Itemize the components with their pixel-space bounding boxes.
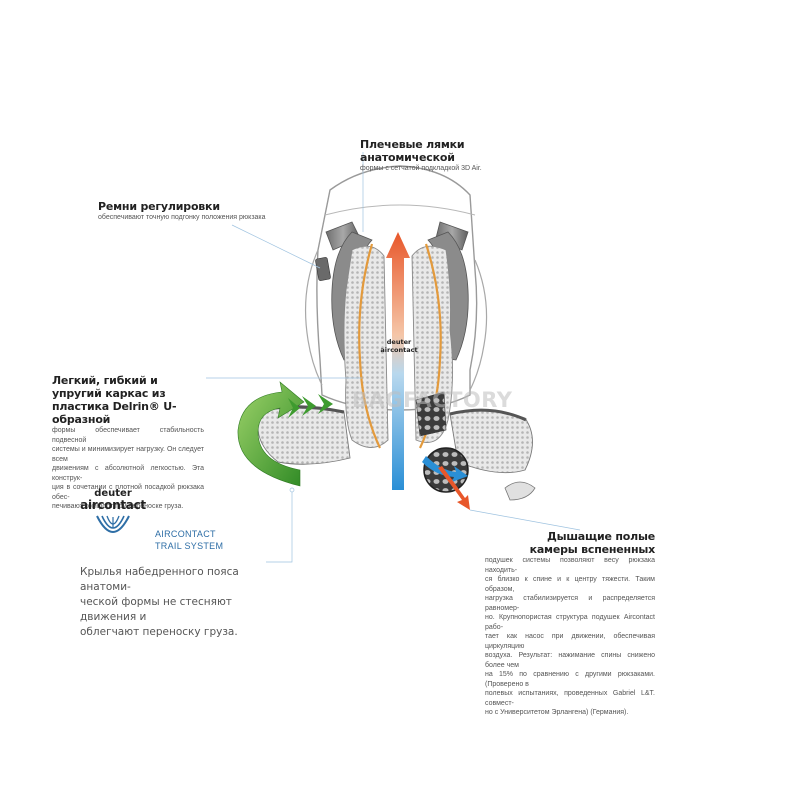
pack-lid-seam	[324, 204, 476, 216]
callout-delrin-frame: Легкий, гибкий и упругий каркас из пласт…	[52, 374, 204, 512]
trail-system-label: AIRCONTACT TRAIL SYSTEM	[155, 528, 275, 552]
pack-side-left	[304, 249, 323, 386]
watermark: BAGFACTORY	[352, 388, 513, 412]
callout-adjustment-straps: Ремни регулировки обеспечивают точную по…	[98, 200, 298, 223]
back-pad-left	[343, 245, 389, 448]
callout-title-line: Дышащие полые	[546, 530, 655, 543]
logo-brand: deuter	[94, 488, 132, 499]
trail-system-line: TRAIL SYSTEM	[155, 541, 224, 551]
callout-body-line: движениям с абсолютной легкостью. Эта ко…	[52, 465, 204, 482]
hip-motion-chevron-3	[318, 394, 333, 414]
logo-product: aircontact	[80, 498, 146, 512]
callout-title-line: камеры вспененных	[529, 543, 656, 556]
callout-body-line: нагрузка стабилизируется и распределяетс…	[485, 595, 655, 612]
strap-buckle-left	[315, 257, 331, 281]
callout-body-line: но. Крупнопористая структура подушек Air…	[485, 614, 655, 631]
hip-motion-chevron-2	[302, 396, 316, 416]
callout-body-line: ческой формы не стесняют движения и	[80, 596, 232, 623]
foam-air-arrow-blue	[422, 456, 468, 482]
callout-title: Плечевые лямки анатомической	[360, 138, 465, 164]
callout-body-line: ция в сочетании с плотной посадкой рюкза…	[52, 484, 204, 501]
callout-body-line: тает как насос при движении, обеспечивая…	[485, 633, 655, 650]
callout-body-line: но с Университетом Эрлангена) (Германия)…	[485, 709, 629, 716]
hip-belt-buckle-strap	[504, 481, 536, 501]
callout-body-line: печивают комфорт при переноске груза.	[52, 503, 184, 510]
leader-hipbelt	[266, 492, 293, 563]
hip-motion-chevron-1	[288, 398, 300, 418]
hip-belt-wing-right-edge	[449, 408, 527, 422]
callout-shoulder-straps: Плечевые лямки анатомической формы с сет…	[360, 138, 550, 174]
pack-label-product: aircontact	[380, 346, 417, 354]
aircontact-logo: deuter aircontact	[78, 489, 148, 544]
foam-block	[415, 391, 447, 437]
callout-title: Ремни регулировки	[98, 200, 220, 213]
callout-body-line: на 15% по сравнению с другими рюкзаками.…	[485, 671, 655, 688]
callout-body: обеспечивают точную подгонку положения р…	[98, 214, 266, 221]
callout-body-line: системы и минимизирует нагрузку. Он след…	[52, 446, 204, 463]
foam-air-arrow-red	[438, 466, 470, 510]
callout-body-line: полевых испытаниях, проведенных Gabriel …	[485, 690, 655, 707]
callout-title-line: Легкий, гибкий и упругий каркас из	[52, 374, 166, 400]
aircontact-emblem-icon	[96, 515, 130, 533]
callout-body-line: подушек системы позволяют весу рюкзака н…	[485, 557, 655, 574]
callout-title-line: пластика Delrin® U-образной	[52, 400, 177, 426]
callout-body-line: формы обеспечивает стабильность подвесно…	[52, 427, 204, 444]
leader-hipbelt-dot	[289, 487, 295, 493]
callout-foam-chambers: Дышащие полые камеры вспененных подушек …	[485, 530, 655, 718]
callout-body-line: Крылья набедренного пояса анатоми-	[80, 566, 239, 593]
leader-straps	[231, 224, 321, 269]
callout-body-line: воздуха. Результат: нажимание спины сниж…	[485, 652, 655, 669]
pack-side-right	[469, 259, 488, 391]
callout-hip-belt: Крылья набедренного пояса анатоми- ческо…	[80, 565, 265, 640]
pack-label-brand: deuter	[387, 338, 412, 346]
trail-system-line: AIRCONTACT	[155, 529, 216, 539]
callout-body-line: ся близко к спине и к центру тяжести. Та…	[485, 576, 655, 593]
hip-motion-arrow-curve	[237, 381, 305, 487]
callout-body: формы с сетчатой подкладкой 3D Air.	[360, 165, 482, 172]
callout-body-line: облегчают переноску груза.	[80, 626, 238, 638]
air-flow-arrow-up	[386, 232, 410, 490]
leader-foam	[469, 509, 581, 531]
